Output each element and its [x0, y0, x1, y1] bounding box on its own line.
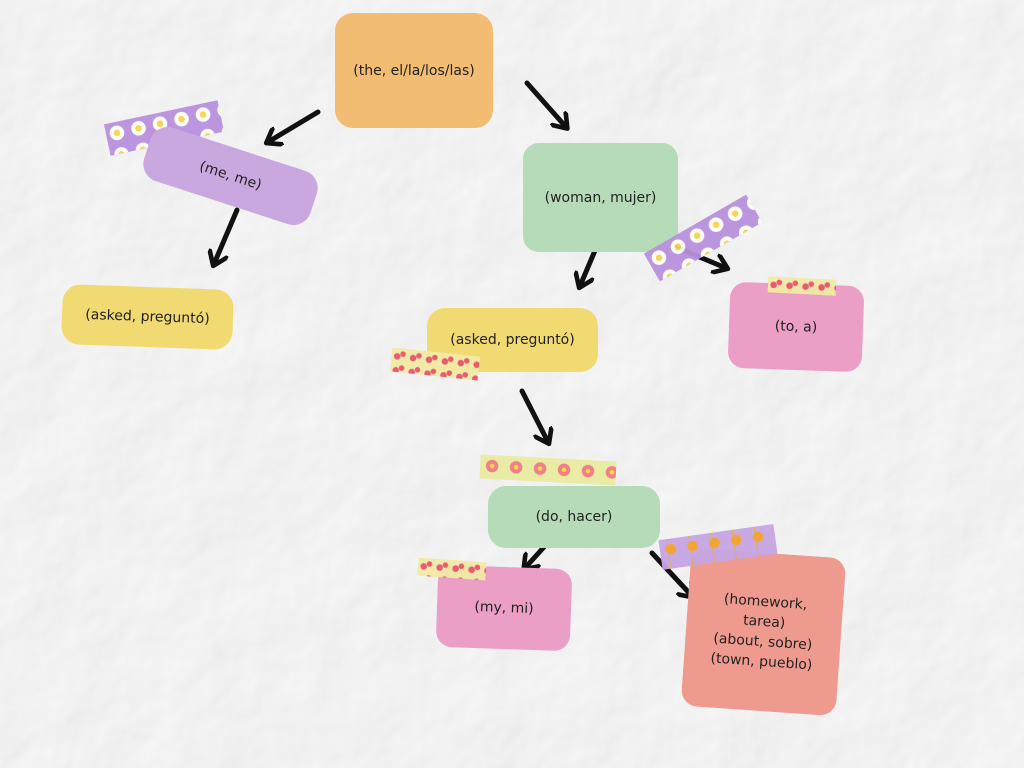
- node-the: (the, el/la/los/las): [335, 13, 493, 128]
- node-asked-left-label: (asked, preguntó): [85, 306, 210, 328]
- arrow-the-to-woman: [524, 80, 566, 127]
- node-the-label: (the, el/la/los/las): [353, 62, 475, 79]
- arrow-me-to-asked: [214, 207, 240, 264]
- arrow-asked-to-do: [519, 388, 548, 442]
- arrow-the-to-me: [268, 109, 321, 142]
- node-woman-label: (woman, mujer): [544, 189, 657, 206]
- node-to: (to, a): [727, 281, 865, 373]
- node-asked-center-label: (asked, preguntó): [450, 332, 575, 348]
- arrow-do-to-my: [525, 544, 547, 568]
- node-me-label: (me, me): [197, 158, 264, 194]
- node-do: (do, hacer): [488, 486, 660, 548]
- node-homework: (homework, tarea) (about, sobre) (town, …: [680, 547, 847, 717]
- node-homework-line1: (homework,: [723, 591, 808, 613]
- node-my-label: (my, mi): [474, 598, 534, 618]
- node-do-label: (do, hacer): [535, 509, 613, 525]
- node-woman: (woman, mujer): [523, 143, 678, 252]
- node-to-label: (to, a): [774, 318, 818, 336]
- node-asked-left: (asked, preguntó): [61, 284, 234, 350]
- arrow-do-to-homework: [649, 550, 692, 596]
